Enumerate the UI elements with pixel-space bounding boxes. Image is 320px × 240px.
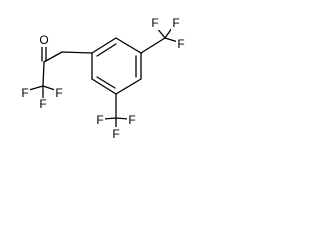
- bond-cf3-left-f3: [42, 85, 56, 91]
- f-upper-3-bg: [171, 16, 181, 30]
- fluorine-atom-upper-3: F: [172, 16, 179, 30]
- bond-cf3-upper-f3: [164, 27, 173, 39]
- bonds: [28, 27, 179, 129]
- fluorine-atom-lower-2: F: [112, 127, 119, 141]
- fluorine-atom-lower-1: F: [96, 113, 103, 127]
- atom-labels: O F F F F F F F F F: [20, 16, 186, 141]
- ring-bond-5: [91, 78, 117, 95]
- f-left-1-bg: [20, 86, 30, 100]
- f-lower-2-bg: [111, 127, 121, 141]
- bond-cf3-lower-f3: [115, 117, 129, 120]
- bond-carbonyl-cf3: [42, 61, 45, 87]
- f-lower-3-bg: [127, 113, 137, 127]
- bond-cf3-upper-f1: [164, 37, 179, 43]
- fluorine-atom-left-2: F: [39, 97, 46, 111]
- f-left-2-bg: [38, 98, 48, 112]
- ring-double-3: [96, 76, 116, 89]
- oxygen-bg: [38, 33, 50, 47]
- ring-bond-4: [115, 78, 142, 95]
- bond-cf3-left-f1: [28, 85, 44, 91]
- fluorine-atom-left-3: F: [55, 86, 62, 100]
- bond-ch2-ring: [61, 51, 93, 54]
- ring-bond-2: [115, 37, 142, 54]
- f-left-3-bg: [54, 86, 64, 100]
- ring-bond-1: [91, 37, 117, 54]
- fluorine-atom-lower-3: F: [128, 113, 135, 127]
- oxygen-atom: O: [39, 33, 48, 47]
- fluorine-atom-left-1: F: [21, 86, 28, 100]
- bond-cf3-lower-f1: [103, 117, 117, 120]
- fluorine-atom-upper-2: F: [151, 16, 158, 30]
- f-upper-2-bg: [150, 16, 160, 30]
- fluorine-atom-upper-1: F: [177, 37, 184, 51]
- chemical-structure: O F F F F F F F F F: [20, 16, 186, 141]
- f-lower-1-bg: [95, 113, 105, 127]
- ring-double-1: [96, 43, 117, 57]
- bond-carbonyl-ch2: [43, 51, 63, 63]
- bond-ring-cf3-upper: [140, 37, 166, 54]
- f-upper-1-bg: [176, 37, 186, 51]
